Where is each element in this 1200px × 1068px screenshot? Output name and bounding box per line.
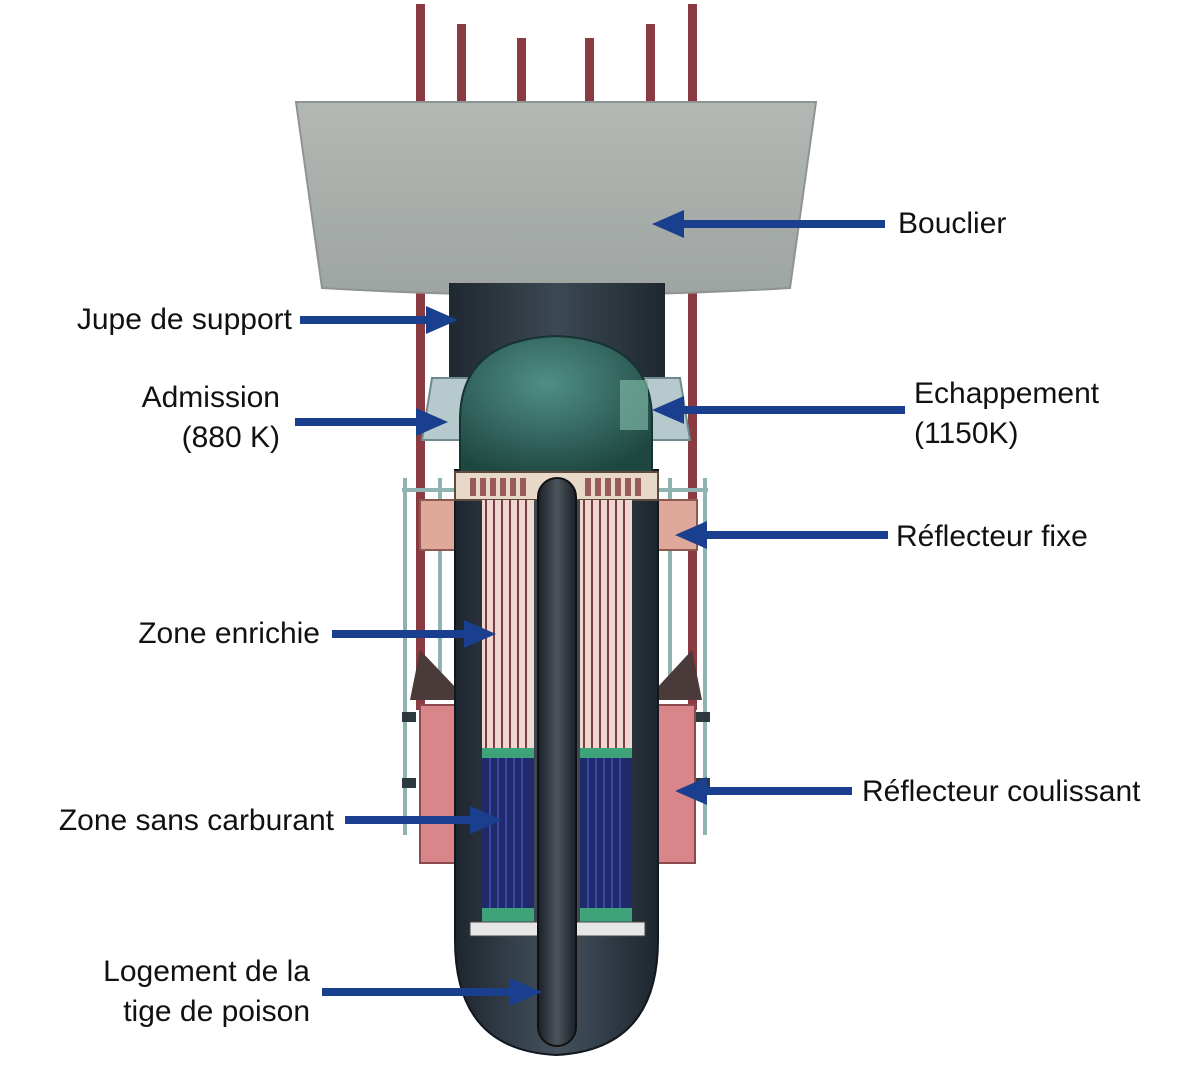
label-reflecteur-fixe: Réflecteur fixe	[896, 520, 1088, 553]
shield	[294, 101, 818, 296]
enriched-zone	[482, 500, 632, 748]
fixed-reflector-right	[654, 499, 698, 551]
label-reflecteur-coulissant: Réflecteur coulissant	[862, 775, 1141, 808]
label-zone-sans-carburant: Zone sans carburant	[58, 804, 334, 837]
poison-rod-housing	[537, 477, 577, 1047]
dome	[459, 334, 653, 473]
label-bouclier: Bouclier	[898, 207, 1007, 240]
label-jupe-de-support: Jupe de support	[76, 303, 292, 336]
label-echappement: Echappement (1150K)	[914, 377, 1100, 450]
pointer-arrows	[295, 210, 905, 1006]
fixed-reflector-left	[419, 499, 461, 551]
label-logement-tige-poison: Logement de la tige de poison	[103, 955, 310, 1028]
label-zone-enrichie: Zone enrichie	[138, 617, 320, 650]
fuel-free-zone	[482, 758, 632, 908]
label-admission: Admission (880 K)	[141, 381, 280, 454]
